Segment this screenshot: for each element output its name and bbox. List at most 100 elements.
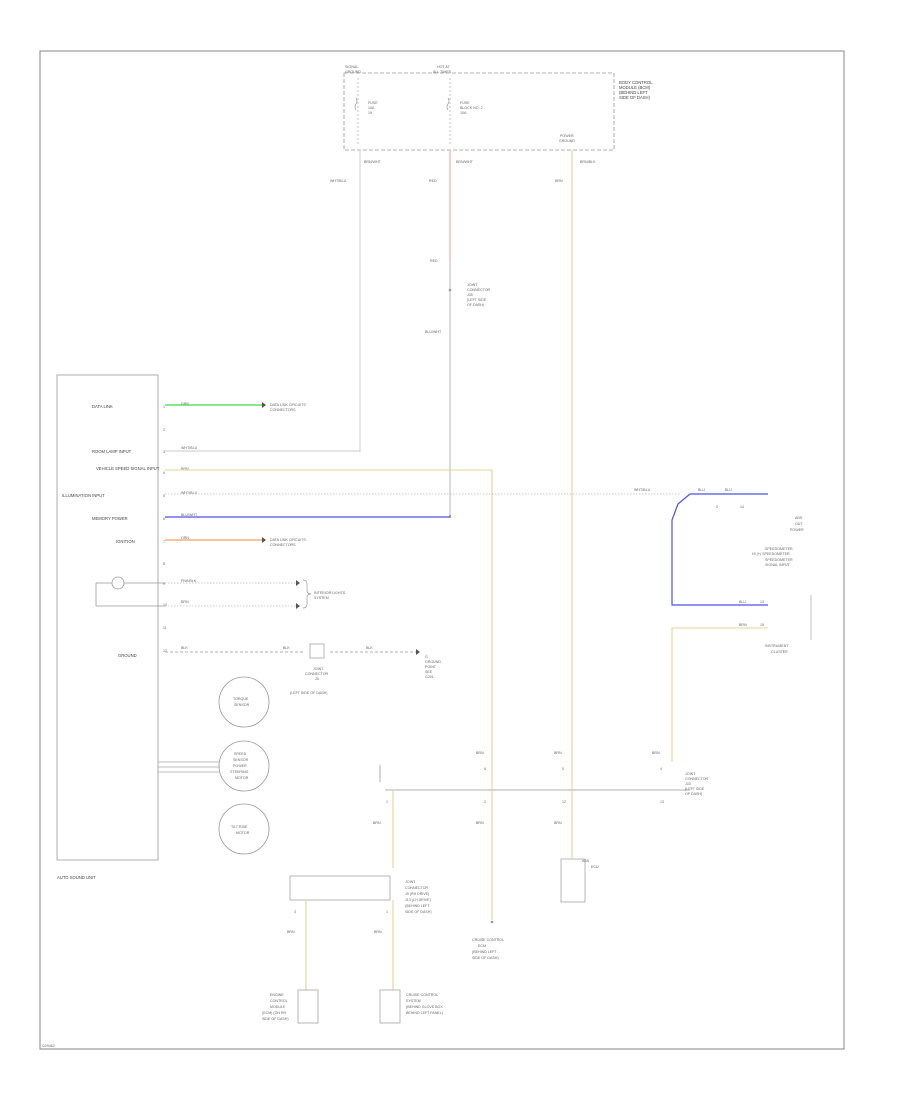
interior-arrow-2 xyxy=(296,603,300,609)
ecu-wire-1: GRN xyxy=(181,402,189,406)
interior-brace xyxy=(302,579,312,609)
ecm-label-2: CONTROL xyxy=(270,999,288,1003)
fuse-title-3: (BEHIND LEFT xyxy=(619,90,648,95)
ccs-label-3: (BEHIND GLOVE BOX xyxy=(406,1005,443,1009)
fuse-wire-below-2: RED xyxy=(429,179,437,183)
j35-line-4: (LEFT SIDE xyxy=(467,298,487,302)
ignition-ref-2: CONNECTORS xyxy=(270,543,296,547)
cluster-line-6: SPEEDOMETER xyxy=(765,558,793,562)
cluster-wire-2: BLU xyxy=(725,488,732,492)
ecu-caption: AUTO SOUND UNIT xyxy=(57,875,96,880)
ground-pt-4: SEE xyxy=(425,670,433,674)
ground-arrow xyxy=(416,649,420,655)
cruise-ecm-2: ECM xyxy=(478,944,486,948)
tilt-motor-label-1: TILT RISE xyxy=(231,825,248,829)
j35-wire-above: RED xyxy=(430,259,438,263)
j35-line-3: J35 xyxy=(467,293,473,297)
ecu-outline xyxy=(56,374,159,861)
engine-control-module: ENGINE CONTROL MODULE (ECM) (ON RH SIDE … xyxy=(262,989,319,1024)
ecu-wire-5: WHT/BLU xyxy=(181,491,198,495)
lower-jc-label-1: JOINT xyxy=(405,880,416,884)
fuse-title-2: MODULE (BCM) xyxy=(619,85,651,90)
fuse-left-num: 19 xyxy=(368,111,372,115)
hot-header-1: HOT AT xyxy=(437,65,450,69)
ground-pt-2: GROUND xyxy=(425,660,441,664)
data-link-ref-1: DATA LINK CIRCUITS xyxy=(270,403,306,407)
lower-jc-label-4: J13 (LH DRIVE) xyxy=(405,898,431,902)
ground-conn-4: (LEFT SIDE OF DASH) xyxy=(290,691,327,695)
ecu-pin-num-6: 6 xyxy=(163,517,165,521)
ecu-wire-4: BRN xyxy=(181,467,189,471)
ecu-wire-3: WHT/BLU xyxy=(181,446,198,450)
torque-sensor-label-2: SENSOR xyxy=(234,703,250,707)
j33-wire-top-2: BRN xyxy=(554,751,562,755)
signal-header-2: GROUND xyxy=(345,70,361,74)
wire-memory-blue xyxy=(165,515,451,518)
j33-pin-bot-3: 13 xyxy=(660,800,664,804)
speed-sensor-label-4: STEERING xyxy=(230,770,249,774)
ground-wire-1: BLK xyxy=(283,646,290,650)
diagram-code: G29462 xyxy=(42,1044,55,1048)
tilt-motor-label-2: MOTOR xyxy=(236,831,250,835)
ccs-label-1: CRUISE CONTROL xyxy=(406,993,438,997)
interior-loop xyxy=(95,582,165,607)
power-header-1: POWER xyxy=(560,134,574,138)
sensor-circles: TORQUE SENSOR SPEED SENSOR POWER STEERIN… xyxy=(158,676,270,855)
data-link-ref-2: CONNECTORS xyxy=(270,408,296,412)
wire-cluster-blue xyxy=(671,493,768,606)
ecu-wire-10: BRN xyxy=(181,600,189,604)
j33-pin-top-2: 5 xyxy=(562,767,564,771)
fuse-title-1: BODY CONTROL xyxy=(619,80,653,85)
ecm-label-1: ENGINE xyxy=(270,993,284,997)
cluster-header-wire: WHT/BLU xyxy=(634,488,651,492)
ecu-pin-label-7: IGNITION xyxy=(116,539,135,544)
ecu-pin-num-10: 10 xyxy=(163,603,167,607)
joint-connector-j33: BRN BRN BRN 6 5 4 JOINT CONNECTOR J33 (L… xyxy=(373,751,708,868)
lower-jc-wire-1: BRN xyxy=(287,930,295,934)
j33-pin-bot-1: 2 xyxy=(484,800,486,804)
ecu-pin-num-7: 7 xyxy=(163,540,165,544)
cluster-pin-1: 3 xyxy=(716,505,718,509)
cluster-line-2: OUT xyxy=(795,522,803,526)
cruise-ecm-1: CRUISE CONTROL xyxy=(472,938,504,942)
ecm-box xyxy=(297,989,319,1024)
ground-conn-1: JOINT xyxy=(313,667,324,671)
cluster-wire-3: BLU xyxy=(739,600,746,604)
j33-label-2: CONNECTOR xyxy=(685,777,708,781)
fuse-block: BODY CONTROL MODULE (BCM) (BEHIND LEFT S… xyxy=(330,65,653,183)
ground-pt-1: G xyxy=(425,655,428,659)
j35-wire-below: BLU/WHT xyxy=(425,330,442,334)
interior-ref-1: INTERIOR LIGHTS xyxy=(314,591,346,595)
j33-left-pin: 1 xyxy=(386,800,388,804)
ecu-pin-num-5: 5 xyxy=(163,494,165,498)
cluster-pin-4: 13 xyxy=(760,600,764,604)
ccs-label-4: BEHIND LEFT PANEL) xyxy=(406,1011,443,1015)
cluster-line-7: SIGNAL INPUT xyxy=(765,563,791,567)
j33-pin-top-1: 6 xyxy=(484,767,486,771)
j33-label-1: JOINT xyxy=(685,772,696,776)
cluster-pin-2: 14 xyxy=(740,505,744,509)
j33-wire-bot-3: BRN xyxy=(554,821,562,825)
speed-sensor-label-5: MOTOR xyxy=(235,776,249,780)
cluster-caption-2: CLUSTER xyxy=(771,650,788,654)
cruise-ecm-4: SIDE OF DASH) xyxy=(472,956,499,960)
ecu-pin-label-5: ILLUMINATION INPUT xyxy=(62,493,105,498)
abs-ecu: ABS ECU xyxy=(560,858,599,903)
lower-jc-pin-1: 3 xyxy=(294,910,296,914)
ecu-pin-num-3: 3 xyxy=(163,450,165,454)
ecm-label-4: (ECM) (ON RH xyxy=(262,1011,287,1015)
speed-sensor-icon xyxy=(218,740,270,792)
ecu-pin-label-6: MEMORY POWER xyxy=(92,516,128,521)
ecu-wire-7: ORN xyxy=(181,536,189,540)
cluster-caption-1: INSTRUMENT xyxy=(765,644,789,648)
ignition-ref-1: DATA LINK CIRCUITS xyxy=(270,538,306,542)
j33-pin-bot-2: 12 xyxy=(562,800,566,804)
abs-box xyxy=(560,858,586,903)
torque-sensor-icon xyxy=(218,676,270,728)
ecu-wire-6: BLU/WHT xyxy=(181,513,198,517)
interior-ref-2: SYSTEM xyxy=(314,596,329,600)
fuse-left-amp: 10A xyxy=(368,106,375,110)
ecu-pin-label-1: DATA LINK xyxy=(92,404,113,409)
ecu-pin-num-9: 9 xyxy=(163,582,165,586)
